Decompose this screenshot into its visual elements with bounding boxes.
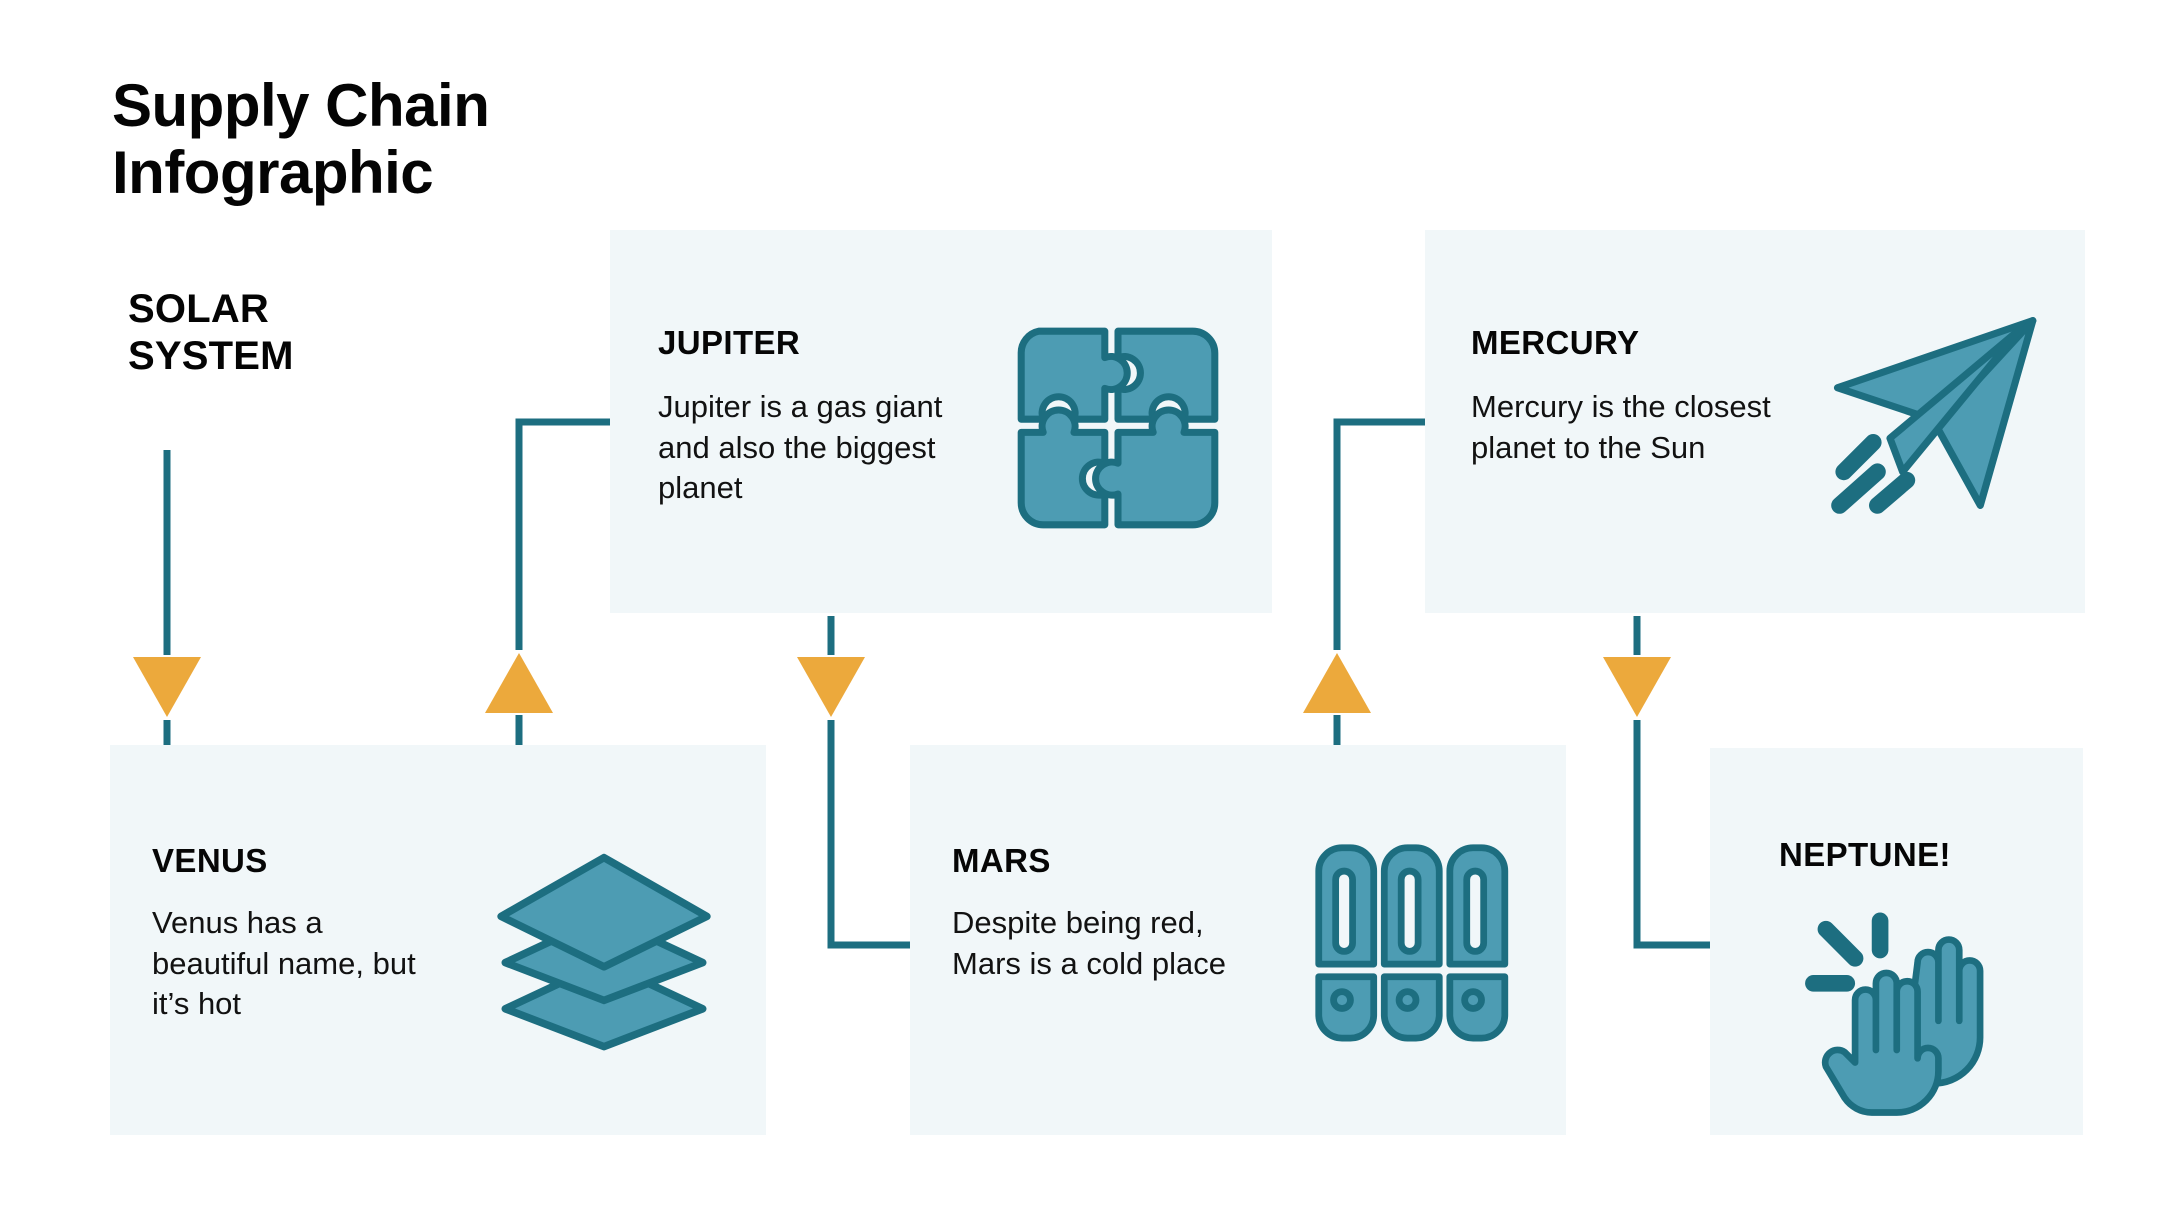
archive-boxes-icon [1310, 833, 1522, 1055]
marker-triangle-down-jupiter-to-mars [797, 657, 865, 717]
connector-line-mars-to-mercury [1333, 418, 1425, 650]
paper-plane-icon [1825, 308, 2060, 518]
layers-icon [488, 845, 720, 1055]
card-description-jupiter: Jupiter is a gas giant and also the bigg… [658, 389, 943, 506]
marker-triangle-up-venus-to-jupiter [485, 653, 553, 713]
card-title-mercury: MERCURY [1471, 324, 1640, 361]
page-title: Supply Chain Infographic [112, 72, 490, 207]
card-title-venus: VENUS [152, 842, 268, 879]
card-jupiter[interactable]: JUPITER Jupiter is a gas giant and also … [610, 230, 1272, 613]
card-title-neptune: NEPTUNE! [1779, 836, 1951, 873]
marker-triangle-up-mars-to-mercury [1303, 653, 1371, 713]
card-title-jupiter: JUPITER [658, 324, 801, 361]
card-venus[interactable]: VENUS Venus has a beautiful name, but it… [110, 745, 766, 1135]
marker-triangle-down-solar-to-venus [133, 657, 201, 717]
marker-triangle-down-mercury-to-neptune [1603, 657, 1671, 717]
clapping-hands-icon [1788, 900, 2018, 1125]
card-description-mercury: Mercury is the closest planet to the Sun [1471, 389, 1771, 465]
card-description-venus: Venus has a beautiful name, but it’s hot [152, 905, 416, 1022]
card-neptune[interactable]: NEPTUNE! [1710, 748, 2083, 1135]
connector-line-jupiter-to-mars [827, 720, 910, 949]
connector-line-venus-to-jupiter [515, 418, 610, 650]
root-label-line-2: SYSTEM [128, 334, 294, 379]
card-mercury[interactable]: MERCURY Mercury is the closest planet to… [1425, 230, 2085, 613]
card-title-mars: MARS [952, 842, 1051, 879]
root-label-line-1: SOLAR [128, 287, 269, 331]
connector-line-mercury-to-neptune [1633, 720, 1712, 949]
card-mars[interactable]: MARS Despite being red, Mars is a cold p… [910, 745, 1566, 1135]
card-description-mars: Despite being red, Mars is a cold place [952, 905, 1226, 981]
root-node-label: SOLAR SYSTEM [128, 286, 468, 380]
puzzle-icon [1008, 318, 1228, 538]
